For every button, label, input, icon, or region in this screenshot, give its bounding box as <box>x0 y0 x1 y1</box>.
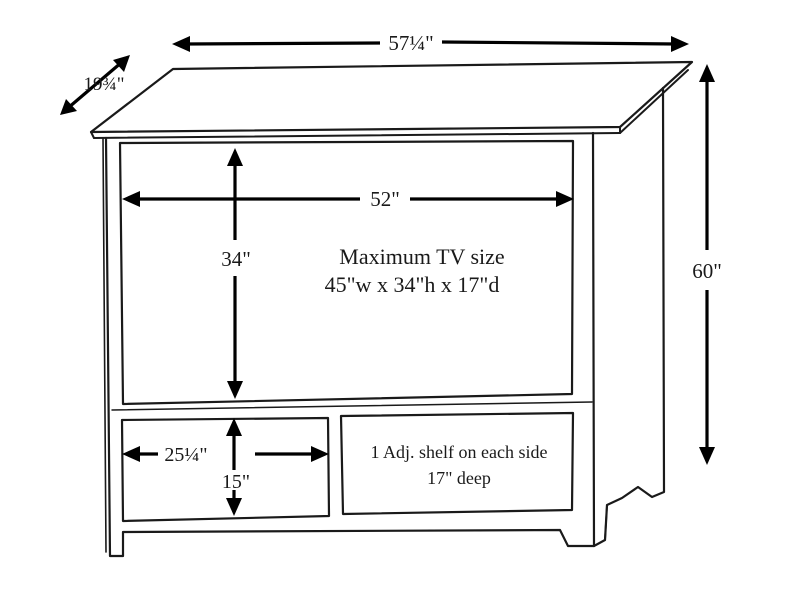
opening-width-label: 52" <box>370 187 400 211</box>
shelf-note-line2: 17" deep <box>427 468 491 488</box>
cabinet-side <box>592 86 666 548</box>
overall-width-label: 57¼" <box>388 31 433 55</box>
cabinet-outline <box>89 60 694 558</box>
drawer-width-label: 25¼" <box>164 444 207 466</box>
left-door <box>120 416 331 523</box>
right-door <box>339 411 575 516</box>
drawer-height-label: 15" <box>222 471 250 493</box>
cabinet-front <box>104 131 596 558</box>
tv-size-title: Maximum TV size <box>339 244 504 269</box>
tv-opening <box>118 139 575 406</box>
dimension-arrows <box>60 36 715 516</box>
tv-size-dimensions: 45"w x 34"h x 17"d <box>325 272 500 297</box>
cabinet-top <box>89 60 694 134</box>
overall-depth-label: 19¾" <box>83 74 124 95</box>
shelf-note-line1: 1 Adj. shelf on each side <box>371 442 548 462</box>
overall-height-label: 60" <box>692 259 722 283</box>
opening-height-label: 34" <box>221 247 251 271</box>
